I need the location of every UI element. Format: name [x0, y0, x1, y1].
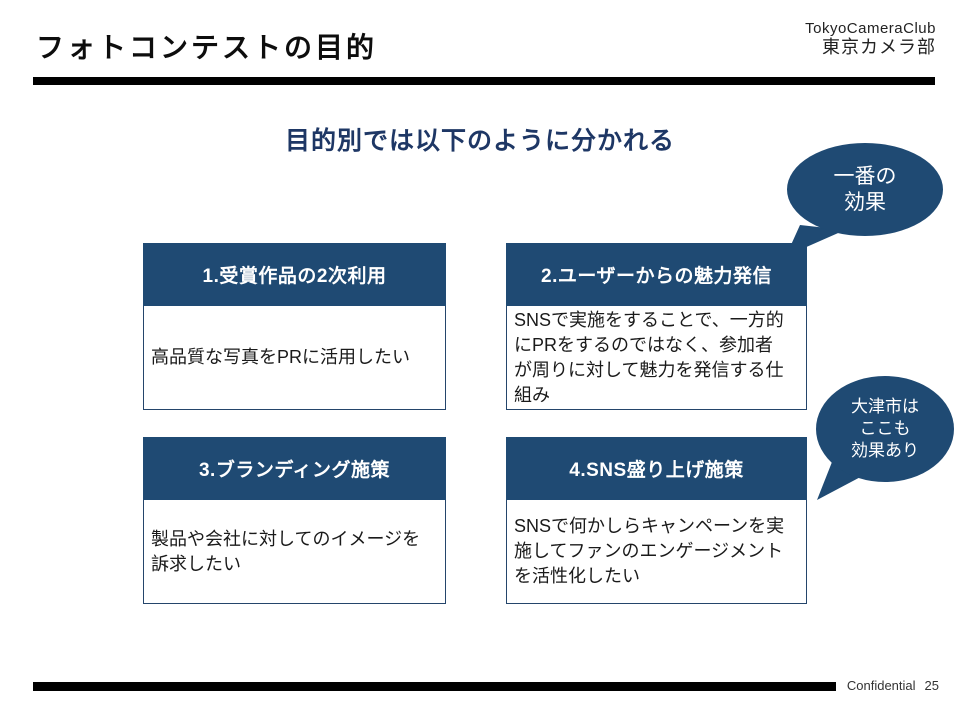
page-number: 25: [924, 678, 939, 693]
purpose-box-3-body: 製品や会社に対してのイメージを 訴求したい: [143, 500, 446, 604]
purpose-box-3-header: 3.ブランディング施策: [143, 437, 446, 500]
body-line: 訴求したい: [151, 553, 241, 574]
purpose-box-1-header: 1.受賞作品の2次利用: [143, 243, 446, 306]
body-line: が周りに対して魅力を発信する仕: [514, 359, 784, 380]
footer-confidential: Confidential 25: [847, 678, 939, 693]
bubble-line: 効果: [844, 190, 886, 214]
body-line: SNSで実施をすることで、一方的: [514, 309, 784, 330]
logo-text-en: TokyoCameraClub: [805, 20, 936, 37]
logo-text-jp: 東京カメラ部: [822, 37, 936, 58]
body-line: 製品や会社に対してのイメージを: [151, 528, 421, 549]
subtitle: 目的別では以下のように分かれる: [284, 127, 675, 155]
purpose-box-2: 2.ユーザーからの魅力発信 SNSで実施をすることで、一方的 にPRをするのでは…: [506, 243, 807, 410]
body-line: にPRをするのではなく、参加者: [514, 334, 774, 355]
body-line: を活性化したい: [514, 566, 640, 586]
bubble-line: 一番の: [833, 164, 897, 188]
title-divider-bar: [33, 77, 935, 85]
purpose-box-1: 1.受賞作品の2次利用 高品質な写真をPRに活用したい: [143, 243, 446, 410]
bubble-line: 大津市は: [851, 397, 919, 416]
bubble-line: 効果あり: [851, 441, 919, 460]
body-line: 組み: [514, 384, 550, 405]
body-line: SNSで何かしらキャンペーンを実: [514, 516, 785, 536]
page-title: フォトコンテストの目的: [36, 32, 378, 63]
purpose-box-4-body: SNSで何かしらキャンペーンを実 施してファンのエンゲージメント を活性化したい: [506, 500, 807, 604]
tokyo-camera-club-logo: TokyoCameraClub 東京カメラ部: [805, 20, 936, 58]
purpose-box-1-body: 高品質な写真をPRに活用したい: [143, 306, 446, 410]
body-line: 高品質な写真をPRに活用したい: [151, 347, 411, 367]
bubble-line: ここも: [859, 419, 911, 438]
purpose-box-2-body: SNSで実施をすることで、一方的 にPRをするのではなく、参加者 が周りに対して…: [506, 306, 807, 410]
purpose-box-3: 3.ブランディング施策 製品や会社に対してのイメージを 訴求したい: [143, 437, 446, 604]
body-line: 施してファンのエンゲージメント: [514, 541, 784, 561]
confidential-label: Confidential: [846, 678, 916, 693]
speech-bubble-otsu-city: 大津市は ここも 効果あり: [816, 376, 954, 482]
purpose-box-4: 4.SNS盛り上げ施策 SNSで何かしらキャンペーンを実 施してファンのエンゲー…: [506, 437, 807, 604]
purpose-box-2-header: 2.ユーザーからの魅力発信: [506, 243, 807, 306]
purpose-box-4-header: 4.SNS盛り上げ施策: [506, 437, 807, 500]
speech-bubble-best-effect: 一番の 効果: [787, 143, 943, 236]
footer-bar: [33, 682, 836, 691]
